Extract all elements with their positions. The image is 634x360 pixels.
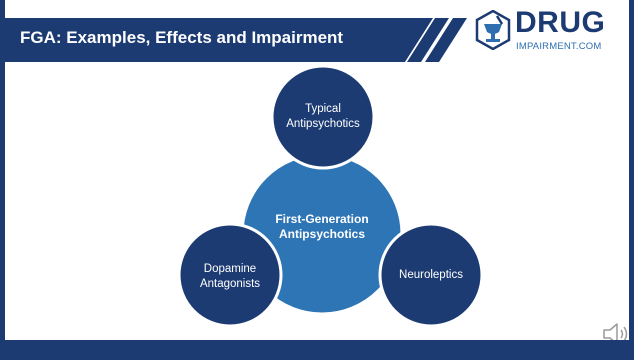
logo-subtitle: IMPAIRMENT.COM — [516, 41, 602, 52]
header-bar — [5, 18, 467, 62]
stripe-2 — [425, 18, 467, 62]
node-label-dopamine: Dopamine Antagonists — [180, 262, 280, 292]
slide-title: FGA: Examples, Effects and Impairment — [20, 28, 344, 47]
node-circle-neuroleptics — [378, 222, 484, 328]
logo-wordmark: DRUG — [515, 6, 606, 39]
title-banner — [5, 18, 433, 62]
node-label-typical-line2: Antipsychotics — [286, 118, 360, 130]
mortar-pestle-icon — [475, 10, 511, 50]
node-circle-dopamine — [177, 222, 283, 328]
center-label-line1: First-Generation — [275, 212, 369, 226]
center-label-line2: Antipsychotics — [278, 227, 365, 241]
node-label-dopamine-line2: Antagonists — [199, 278, 261, 290]
node-label-dopamine-line1: Dopamine — [203, 263, 257, 275]
footer-bar — [5, 340, 634, 360]
concept-diagram — [177, 64, 484, 328]
node-label-neuroleptics-line1: Neuroleptics — [399, 269, 463, 281]
node-label-typical-line1: Typical — [305, 103, 341, 115]
center-label: First-Generation Antipsychotics — [257, 212, 387, 242]
node-label-typical: Typical Antipsychotics — [273, 102, 373, 132]
node-label-neuroleptics: Neuroleptics — [381, 268, 481, 283]
node-circle-typical — [270, 64, 376, 170]
stripe-1 — [407, 18, 449, 62]
